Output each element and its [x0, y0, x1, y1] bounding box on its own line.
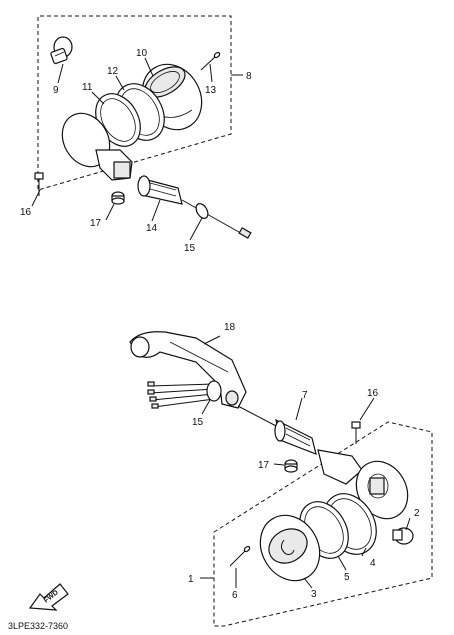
- bottom-flasher-assembly: [129, 331, 433, 627]
- diagram-code: 3LPE332-7360: [8, 621, 68, 631]
- bulb-part-2: [392, 527, 414, 545]
- bolt-part-16-bottom: [351, 421, 361, 444]
- label-part-17-top: 17: [90, 218, 102, 229]
- stay-part-14: [137, 175, 183, 205]
- top-assembly-boundary: [37, 15, 232, 191]
- bulb-part-9: [50, 36, 73, 65]
- label-part-15-bottom: 15: [192, 417, 204, 428]
- label-part-9: 9: [53, 85, 59, 96]
- flasher-body: [61, 112, 133, 181]
- label-part-12: 12: [107, 66, 119, 77]
- label-part-4: 4: [370, 558, 376, 569]
- label-part-8: 8: [246, 71, 252, 82]
- screw-part-6: [229, 545, 251, 567]
- label-part-16-top: 16: [20, 207, 32, 218]
- label-part-18: 18: [224, 322, 236, 333]
- screw-part-13: [200, 51, 221, 71]
- bracket-part-18: [129, 331, 247, 409]
- label-part-17-bottom: 17: [258, 460, 270, 471]
- label-part-15-top: 15: [184, 243, 196, 254]
- label-part-11: 11: [82, 82, 93, 93]
- bolt-part-16-top: [34, 172, 44, 196]
- label-part-10: 10: [136, 48, 148, 59]
- label-part-7: 7: [302, 390, 308, 401]
- label-part-13: 13: [205, 85, 217, 96]
- stay-part-7: [237, 405, 317, 455]
- wire-part-15-top: [181, 199, 252, 239]
- bottom-assembly-boundary: [213, 421, 433, 627]
- label-part-16-bottom: 16: [367, 388, 379, 399]
- lens-part-3: [259, 514, 321, 582]
- label-part-5: 5: [344, 572, 350, 583]
- label-part-3: 3: [311, 589, 317, 600]
- label-part-14: 14: [146, 223, 158, 234]
- label-part-1: 1: [188, 574, 194, 585]
- nut-part-17-top: [111, 191, 125, 205]
- nut-part-17-bottom: [284, 459, 298, 473]
- label-part-2: 2: [414, 508, 420, 519]
- top-flasher-assembly: [31, 15, 252, 241]
- harness-wires: [147, 380, 222, 409]
- label-part-6: 6: [232, 590, 238, 601]
- forward-arrow-icon: FWD: [28, 583, 69, 611]
